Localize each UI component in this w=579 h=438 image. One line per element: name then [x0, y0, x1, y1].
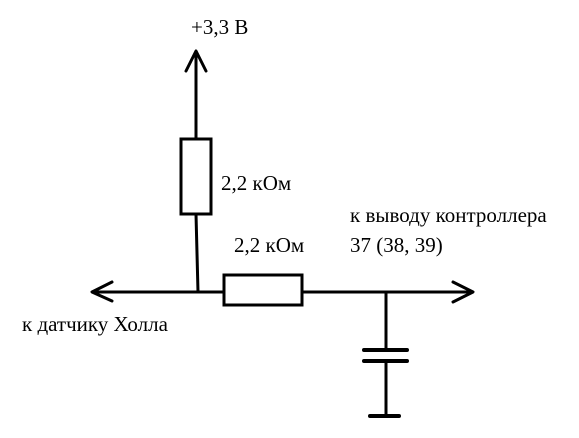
- supply-label: +3,3 В: [191, 15, 248, 39]
- resistor-r1: [179, 137, 213, 216]
- r2-value-label: 2,2 кОм: [234, 233, 304, 257]
- wire-r1-to-junction: [194, 212, 200, 294]
- hall-sensor-arrow: [90, 280, 226, 303]
- resistor-r2: [222, 273, 304, 307]
- r1-value-label: 2,2 кОм: [221, 171, 291, 195]
- supply-arrow: [184, 49, 208, 140]
- capacitor-branch: [362, 290, 409, 417]
- controller-label-line2: 37 (38, 39): [350, 233, 443, 257]
- controller-label-line1: к выводу контроллера: [350, 203, 547, 227]
- hall-sensor-label: к датчику Холла: [22, 312, 169, 336]
